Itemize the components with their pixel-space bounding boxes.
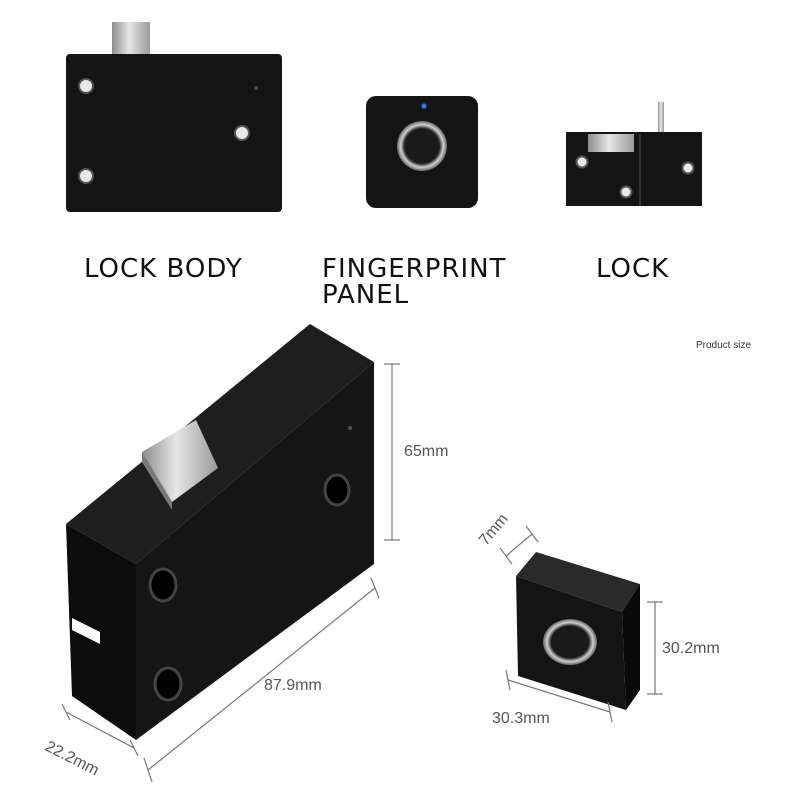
- lock-hinge: [588, 134, 634, 152]
- lock-caption: LOCK: [596, 254, 670, 284]
- lock-body-side-face: [66, 524, 136, 740]
- screw-hole: [619, 185, 633, 199]
- screw-hole: [78, 78, 94, 94]
- height-label: 65mm: [404, 443, 449, 460]
- lock-image: [566, 102, 702, 206]
- fingerprint-sensor-3d: [551, 626, 589, 658]
- panel-width-label: 30.3mm: [492, 710, 550, 727]
- panel-width-dimension-line: [507, 679, 611, 713]
- depth-dimension-line: [65, 711, 135, 749]
- panel-height-label: 30.2mm: [662, 640, 720, 657]
- panel-top-face: [516, 552, 640, 612]
- fingerprint-sensor: [405, 129, 439, 163]
- length-label: 87.9mm: [264, 677, 322, 694]
- product-size-label: Product size: [696, 340, 752, 351]
- dimension-lines: [61, 363, 400, 783]
- pinhole: [348, 426, 352, 430]
- pinhole: [254, 86, 258, 90]
- lock-body-slot: [72, 618, 100, 644]
- lock-body-3d: [66, 324, 374, 740]
- panel-side-face: [622, 584, 640, 710]
- length-dimension-line: [147, 587, 376, 771]
- lock-body-latch-side: [142, 452, 172, 510]
- lock-body-top-face: [66, 324, 374, 564]
- screw-hole: [323, 473, 351, 507]
- lock-body-latch: [112, 22, 150, 58]
- lock-body-latch-3d: [142, 420, 218, 502]
- screw-hole: [575, 155, 589, 169]
- lock-body-case: [66, 54, 282, 212]
- screw-hole: [153, 666, 183, 702]
- screw-hole: [148, 567, 178, 603]
- lock-body-caption: LOCK BODY: [84, 254, 243, 284]
- screw-hole: [234, 125, 250, 141]
- led-indicator: [421, 103, 427, 109]
- lock-pin: [658, 102, 664, 132]
- fingerprint-panel-image: [366, 96, 478, 208]
- fingerprint-panel-caption: FINGERPRINT PANEL: [322, 254, 507, 310]
- panel-dimension-lines: [499, 525, 663, 723]
- screw-hole: [681, 161, 695, 175]
- thickness-dimension-line: [505, 533, 533, 557]
- fingerprint-panel-3d: [516, 552, 640, 710]
- screw-hole: [78, 168, 94, 184]
- lock-body-front-face: [136, 362, 374, 740]
- lock-body-image: [66, 22, 282, 212]
